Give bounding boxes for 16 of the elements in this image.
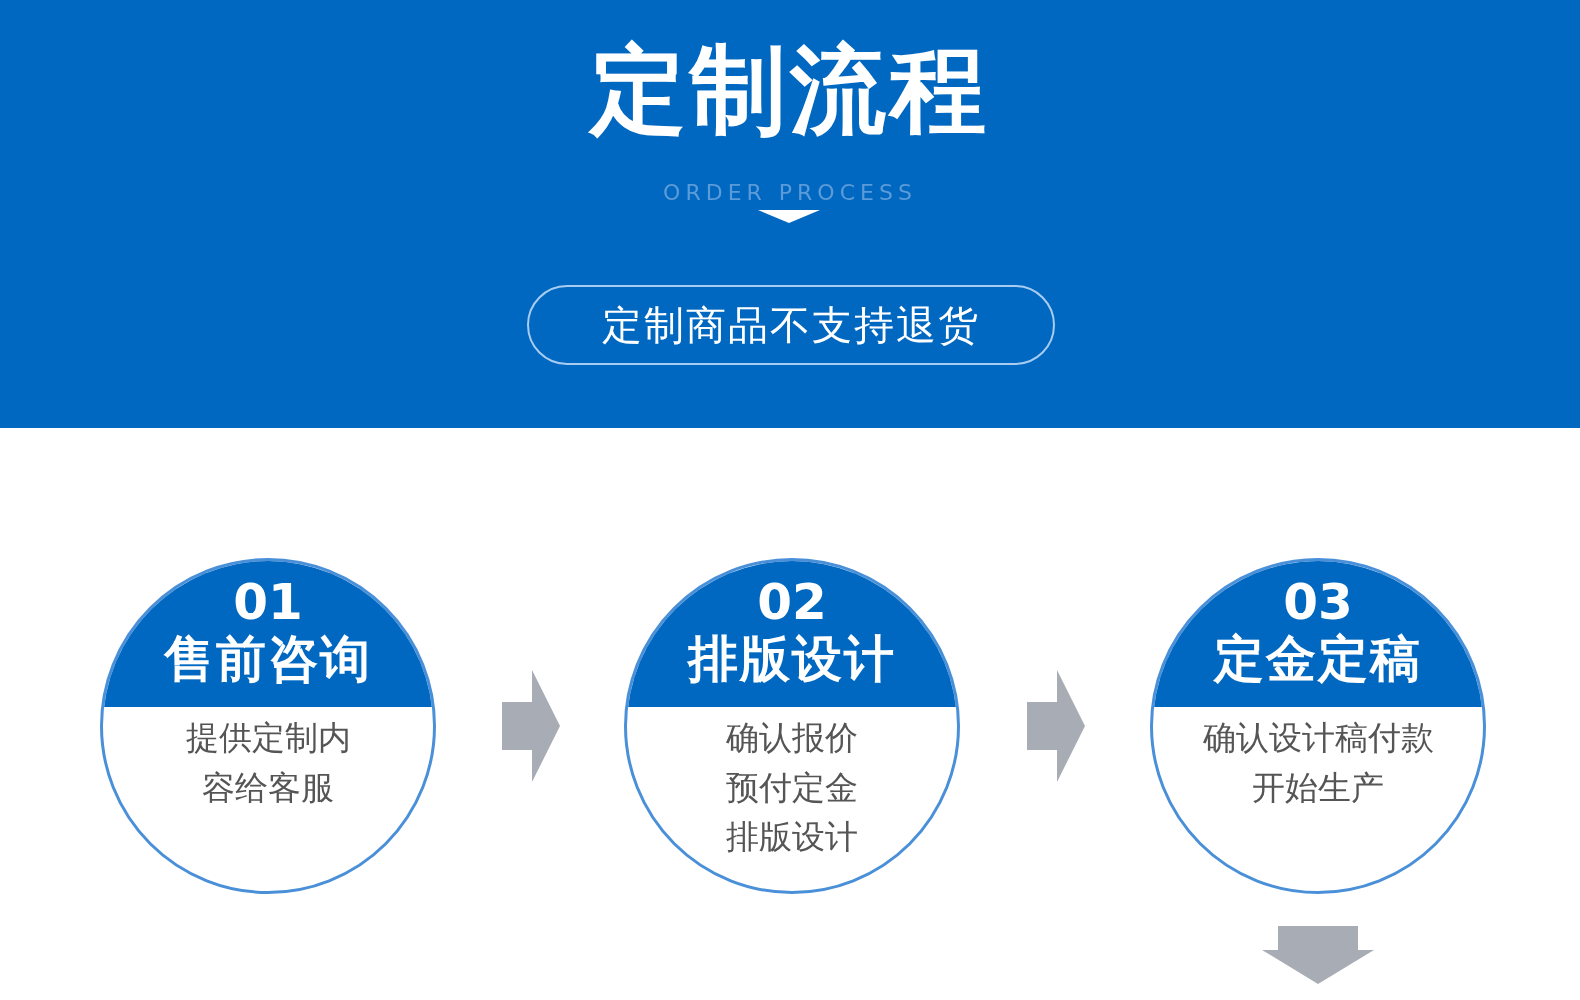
step-number: 02 xyxy=(757,575,827,630)
step-heading: 定金定稿 xyxy=(1214,632,1422,687)
step-description: 确认设计稿付款开始生产 xyxy=(1201,717,1435,809)
step-description: 确认报价预付定金排版设计 xyxy=(725,717,859,858)
block-arrow xyxy=(1027,670,1085,782)
step-number: 03 xyxy=(1283,575,1353,630)
notice-text: 定制商品不支持退货 xyxy=(602,301,980,350)
block-arrow xyxy=(502,670,560,782)
step-heading: 排版设计 xyxy=(688,632,896,687)
subtitle: ORDER PROCESS xyxy=(662,179,918,207)
block-arrow xyxy=(1262,926,1374,984)
step-heading: 售前咨询 xyxy=(164,632,372,687)
step-description: 提供定制内容给客服 xyxy=(184,717,352,809)
title: 定制流程 xyxy=(587,38,991,144)
step-number: 01 xyxy=(233,575,303,630)
notice-pill xyxy=(527,285,1055,365)
